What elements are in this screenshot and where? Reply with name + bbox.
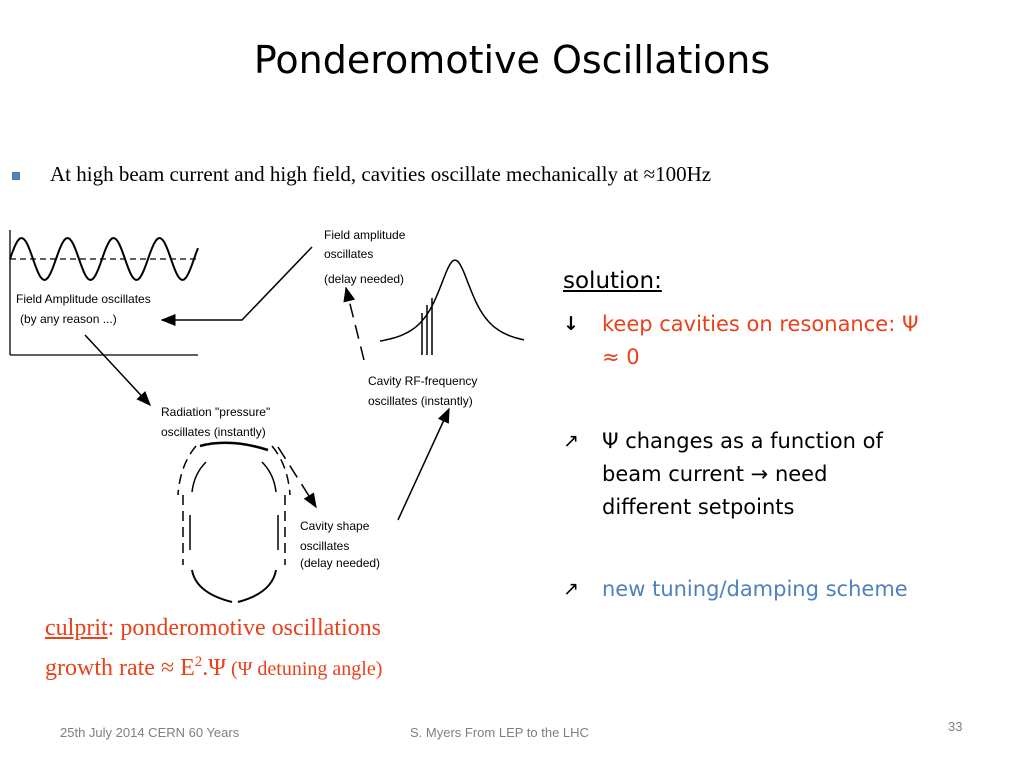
label-radiation-line1: Radiation "pressure" <box>161 405 271 419</box>
solution-item-3: new tuning/damping scheme <box>602 577 908 601</box>
label-cavity-rf-line1: Cavity RF-frequency <box>368 374 478 388</box>
page-number: 33 <box>948 719 963 734</box>
culprit-word: culprit <box>45 615 108 641</box>
bullet-marker <box>12 172 20 180</box>
culprit-description: : ponderomotive oscillations <box>107 615 381 641</box>
solution-heading: solution: <box>563 268 662 294</box>
solution-item-2-line2: beam current → need <box>602 462 828 486</box>
cavity-shape-deformed <box>177 445 291 565</box>
label-shape-line1: Cavity shape <box>300 519 370 533</box>
label-field-osc-line2: (by any reason ...) <box>20 312 117 326</box>
field-oscillation-wave <box>9 236 199 282</box>
arrow-northeast-icon: ↗ <box>563 578 579 600</box>
growth-rate-label: growth rate ≈ E <box>45 655 195 681</box>
cavity-shape-outline <box>189 441 279 603</box>
arrow-amplitude-to-field <box>160 246 313 326</box>
growth-rate-psi: .Ψ <box>202 655 227 681</box>
label-cavity-rf-line2: oscillates (instantly) <box>368 394 473 408</box>
slide-title: Ponderomotive Oscillations <box>253 38 771 82</box>
arrow-shape-to-rf <box>397 407 450 521</box>
solution-item-1-line2: ≈ 0 <box>602 345 640 369</box>
resonance-curve <box>379 259 525 342</box>
feedback-loop-diagram <box>9 230 525 603</box>
growth-rate-line: growth rate ≈ E2.Ψ (Ψ detuning angle) <box>45 654 382 682</box>
label-field-amplitude-line2: oscillates <box>324 247 374 261</box>
solution-item-1-line1: keep cavities on resonance: Ψ <box>602 312 919 336</box>
solution-item-2-line3: different setpoints <box>602 495 795 519</box>
arrow-field-to-radiation <box>84 334 152 407</box>
arrow-northeast-icon: ↗ <box>563 430 579 452</box>
label-field-amplitude-line3: (delay needed) <box>324 272 405 286</box>
arrow-down-icon: ↓ <box>563 313 579 335</box>
footer-date: 25th July 2014 CERN 60 Years <box>60 725 240 740</box>
arrow-rf-to-amplitude <box>343 286 365 361</box>
footer-author: S. Myers From LEP to the LHC <box>410 725 589 740</box>
culprit-line: culprit: ponderomotive oscillations <box>45 615 381 642</box>
growth-rate-exponent: 2 <box>194 654 203 670</box>
label-shape-line3: (delay needed) <box>300 556 381 570</box>
solution-item-2-line1: Ψ changes as a function of <box>602 429 883 453</box>
label-radiation-line2: oscillates (instantly) <box>161 425 266 439</box>
arrow-radiation-to-shape <box>277 446 317 509</box>
label-field-osc-line1: Field Amplitude oscillates <box>16 292 151 306</box>
label-shape-line2: oscillates <box>300 539 350 553</box>
label-field-amplitude-line1: Field amplitude <box>324 228 406 242</box>
growth-rate-note: (Ψ detuning angle) <box>226 658 383 680</box>
main-bullet: At high beam current and high field, cav… <box>50 162 712 186</box>
